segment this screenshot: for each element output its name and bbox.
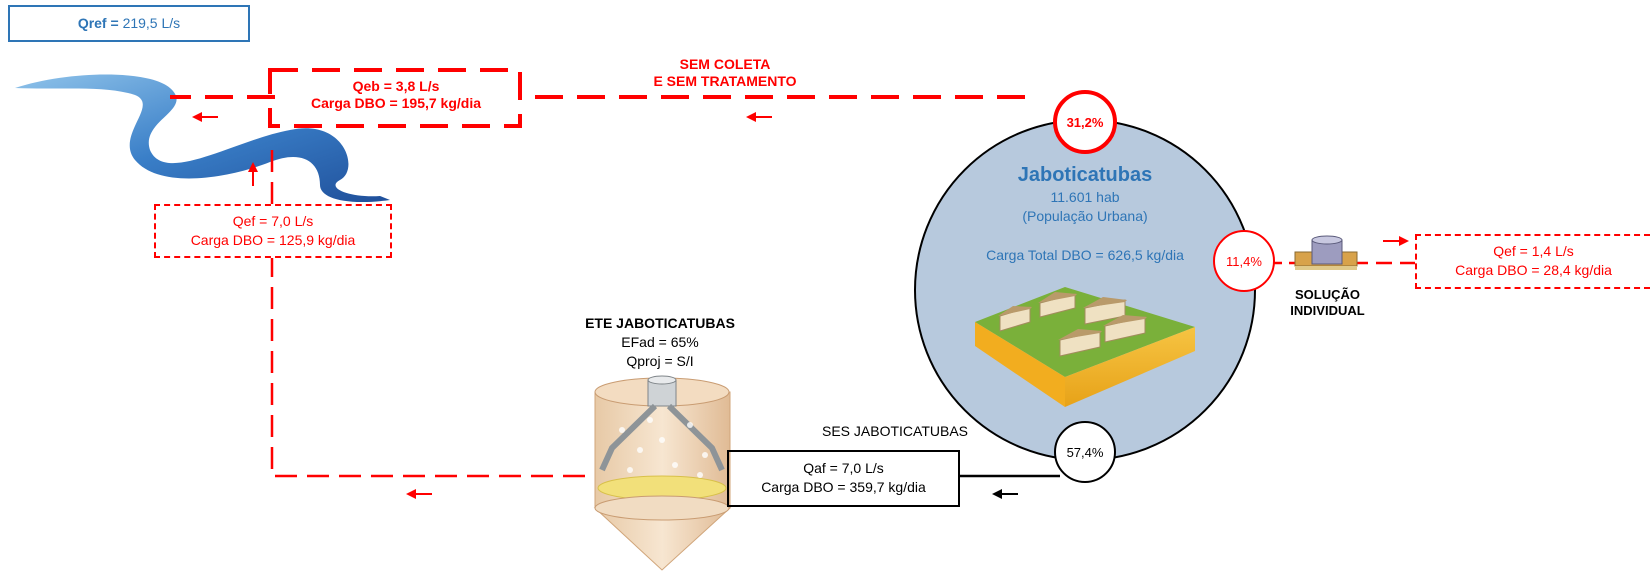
sewer-flow: Qaf = 7,0 L/s	[803, 460, 884, 476]
arrow-left-icon	[406, 489, 432, 499]
individual-percent: 11,4%	[1226, 253, 1262, 269]
sewer-percent: 57,4%	[1066, 444, 1104, 460]
city-population-type: (População Urbana)	[1022, 208, 1148, 224]
ete-efficiency: EFad = 65%	[621, 334, 699, 350]
untreated-percent: 31,2%	[1066, 114, 1104, 130]
qref-label: Qref =	[77, 15, 119, 31]
arrow-left-icon	[192, 112, 218, 122]
untreated-values: Qeb = 3,8 L/s Carga DBO = 195,7 kg/dia	[278, 78, 514, 112]
city-population: 11.601 hab	[1050, 189, 1120, 205]
treatment-plant-icon	[593, 375, 732, 571]
individual-percent-circle	[1213, 230, 1275, 292]
untreated-flow: Qeb = 3,8 L/s	[352, 78, 440, 94]
sewer-load: Carga DBO = 359,7 kg/dia	[761, 479, 926, 495]
arrow-left-icon	[992, 489, 1018, 499]
individual-solution-label: SOLUÇÃO INDIVIDUAL	[1280, 287, 1375, 319]
individual-effluent-load: Carga DBO = 28,4 kg/dia	[1455, 262, 1612, 278]
individual-effluent-box: Qef = 1,4 L/s Carga DBO = 28,4 kg/dia	[1415, 234, 1650, 289]
untreated-load: Carga DBO = 195,7 kg/dia	[310, 95, 482, 111]
treated-effluent-box: Qef = 7,0 L/s Carga DBO = 125,9 kg/dia	[154, 204, 392, 258]
treated-effluent-line	[270, 140, 585, 478]
arrow-right-icon	[1383, 236, 1409, 246]
ete-info: ETE JABOTICATUBAS EFad = 65% Qproj = S/I	[555, 314, 765, 371]
treated-effluent-load: Carga DBO = 125,9 kg/dia	[190, 232, 356, 248]
sewer-percent-circle	[1054, 421, 1116, 483]
sewer-system-name: SES JABOTICATUBAS	[822, 423, 968, 439]
city-houses-icon	[975, 287, 1195, 407]
qref-value: 219,5 L/s	[122, 15, 181, 31]
arrow-left-icon	[746, 112, 772, 122]
arrow-up-icon	[248, 162, 258, 186]
septic-tank-icon	[1294, 235, 1358, 270]
city-name: Jaboticatubas	[1017, 164, 1153, 186]
individual-effluent-flow: Qef = 1,4 L/s	[1493, 243, 1574, 259]
individual-label-line2: INDIVIDUAL	[1290, 303, 1365, 318]
ete-design-flow: Qproj = S/I	[626, 353, 694, 369]
individual-label-line1: SOLUÇÃO	[1295, 287, 1360, 302]
river-icon	[15, 74, 390, 203]
ete-name: ETE JABOTICATUBAS	[585, 315, 735, 331]
city-total-load: Carga Total DBO = 626,5 kg/dia	[986, 247, 1184, 263]
untreated-title-line2: E SEM TRATAMENTO	[653, 73, 797, 89]
qref-box: Qref = 219,5 L/s	[8, 5, 250, 42]
untreated-title-line1: SEM COLETA	[679, 56, 771, 72]
treated-effluent-flow: Qef = 7,0 L/s	[232, 213, 314, 229]
sewer-values-box: Qaf = 7,0 L/s Carga DBO = 359,7 kg/dia	[727, 450, 960, 507]
untreated-percent-circle	[1053, 90, 1117, 154]
untreated-title: SEM COLETA E SEM TRATAMENTO	[640, 56, 810, 90]
untreated-box-border	[268, 68, 522, 128]
